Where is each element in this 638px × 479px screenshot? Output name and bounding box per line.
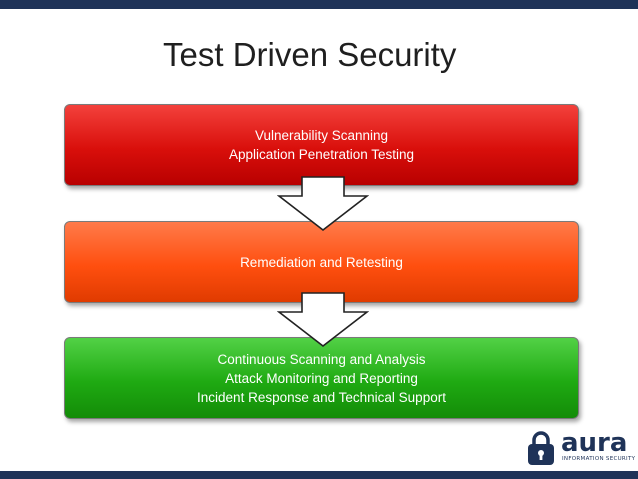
bottom-bar [0, 471, 638, 479]
stage-line: Vulnerability Scanning [254, 128, 389, 143]
stage-box-remediation: Remediation and Retesting [64, 221, 579, 303]
down-arrow-icon [277, 176, 369, 232]
aura-logo: aura INFORMATION SECURITY [523, 428, 636, 468]
logo-tagline: INFORMATION SECURITY [562, 456, 636, 462]
stage-line: Attack Monitoring and Reporting [225, 370, 418, 386]
stage-line: Continuous Scanning and Analysis [217, 351, 426, 367]
stage-box-testing: Vulnerability Scanning Application Penet… [64, 104, 579, 186]
stage-line: Application Penetration Testing [228, 147, 415, 162]
padlock-icon [528, 431, 554, 465]
down-arrow-icon [277, 292, 369, 348]
stage-line: Remediation and Retesting [240, 254, 403, 270]
stage-line: Incident Response and Technical Support [197, 389, 446, 405]
logo-wordmark: aura [561, 428, 628, 458]
stage-box-monitoring: Continuous Scanning and Analysis Attack … [64, 337, 579, 419]
top-bar [0, 0, 638, 9]
slide-title: Test Driven Security [163, 36, 457, 73]
